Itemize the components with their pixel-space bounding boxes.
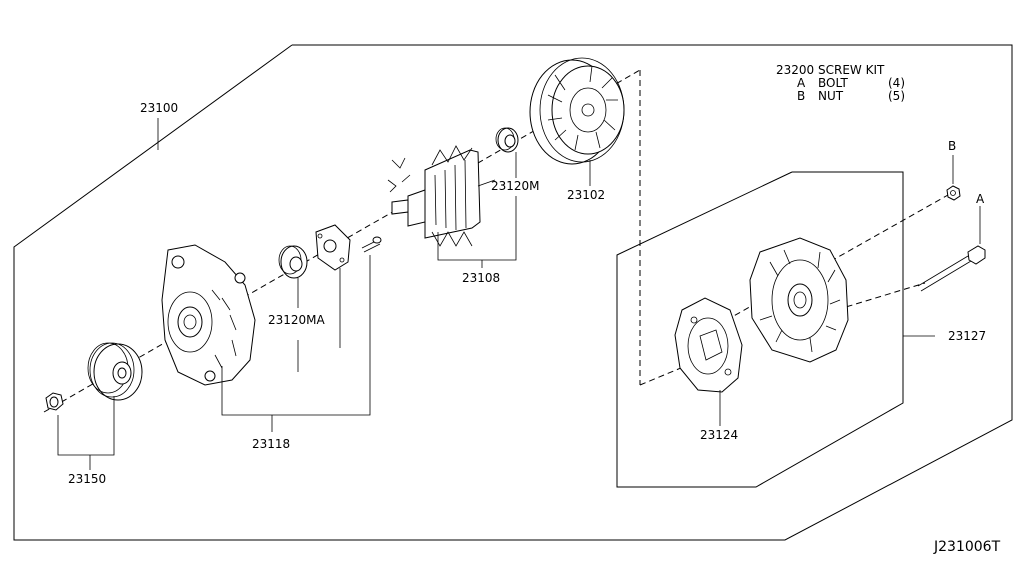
label-rotor: 23108	[462, 271, 500, 285]
screw-kit-a-key: A	[797, 76, 806, 90]
retainer-screw-part	[361, 236, 382, 253]
rotor-part	[387, 145, 496, 247]
pulley-nut-part	[45, 392, 64, 411]
front-bearing-part	[278, 245, 308, 279]
label-bolt-a: A	[976, 192, 985, 206]
screw-kit-a-qty: (4)	[888, 76, 905, 90]
rear-cover-outline	[616, 171, 904, 488]
assembly-outline	[13, 44, 1013, 541]
screw-kit-title: 23200 SCREW KIT	[776, 63, 885, 77]
leader-front-cover	[221, 255, 371, 416]
leader-pulley-nut	[57, 396, 115, 456]
rear-bearing-part	[495, 127, 519, 153]
front-cover-part	[161, 244, 256, 386]
screw-kit-b-qty: (5)	[888, 89, 905, 103]
retainer-plate-part	[315, 224, 351, 271]
bolt-a-part	[917, 245, 986, 292]
leader-rotor	[437, 196, 517, 261]
label-pulley-nut: 23150	[68, 472, 106, 486]
label-regulator: 23124	[700, 428, 738, 442]
label-assembly: 23100	[140, 101, 178, 115]
screw-kit-b-key: B	[797, 89, 805, 103]
rear-cover-part	[749, 237, 849, 363]
label-front-cover: 23118	[252, 437, 290, 451]
screw-kit-b-name: NUT	[818, 89, 844, 103]
label-stator: 23102	[567, 188, 605, 202]
label-rear-bearing: 23120M	[491, 179, 540, 193]
label-nut-b: B	[948, 139, 956, 153]
nut-b-part	[946, 185, 961, 201]
label-rear-cover: 23127	[948, 329, 986, 343]
diagram-id: J231006T	[933, 539, 1001, 555]
stator-part	[529, 57, 625, 165]
pulley-part	[87, 342, 143, 401]
label-front-bearing: 23120MA	[268, 313, 326, 327]
regulator-part	[674, 297, 743, 393]
screw-kit-a-name: BOLT	[818, 76, 849, 90]
